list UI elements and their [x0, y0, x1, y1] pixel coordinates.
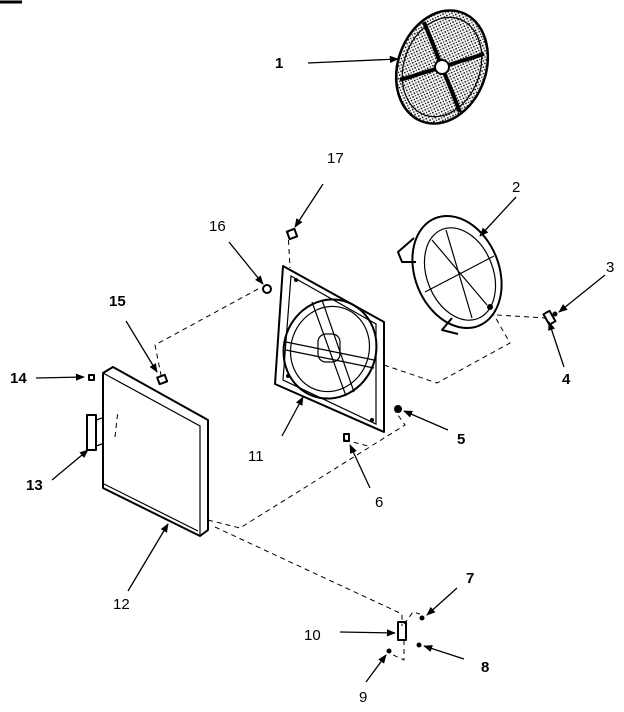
leader-9	[365, 654, 387, 683]
leader-5	[403, 410, 449, 431]
leader-11	[281, 396, 304, 437]
callout-13: 13	[26, 477, 43, 494]
callout-1: 1	[275, 55, 283, 72]
leader-10	[339, 629, 396, 637]
part-3-4-screw	[542, 309, 558, 326]
callout-3: 3	[606, 259, 614, 276]
leader-lines	[35, 55, 606, 683]
callout-4: 4	[562, 371, 571, 388]
leader-3	[558, 274, 606, 313]
callout-6: 6	[375, 494, 383, 511]
callout-14: 14	[10, 370, 27, 387]
callout-8: 8	[481, 659, 489, 676]
callout-17: 17	[327, 150, 344, 167]
leader-1	[307, 55, 399, 64]
callout-2: 2	[512, 179, 520, 196]
leader-17	[294, 183, 324, 228]
leader-16	[228, 241, 264, 285]
part-16-nut	[262, 284, 272, 294]
callout-16: 16	[209, 218, 226, 235]
callout-10: 10	[304, 627, 321, 644]
part-1-filter-wheel	[394, 9, 490, 125]
part-13-latch	[86, 414, 103, 451]
callout-5: 5	[457, 431, 465, 448]
callout-15: 15	[109, 293, 126, 310]
callout-9: 9	[359, 689, 367, 706]
part-14-screw	[88, 374, 95, 381]
leader-2	[479, 196, 517, 237]
leader-13	[51, 449, 89, 481]
alignment-lines	[114, 230, 546, 661]
part-11-back-panel	[274, 265, 385, 433]
callout-11: 11	[248, 448, 264, 465]
leader-8	[423, 645, 465, 660]
part-12-cover-panel	[102, 366, 209, 537]
leader-15	[125, 320, 158, 373]
callout-12: 12	[113, 596, 130, 613]
leader-14	[35, 373, 85, 381]
part-6-screw	[343, 433, 350, 442]
part-15-clip	[156, 373, 169, 386]
leader-7	[426, 587, 458, 616]
leader-12	[127, 523, 169, 592]
callout-7: 7	[466, 570, 474, 587]
part-5-nut	[394, 405, 402, 413]
leader-6	[349, 444, 371, 489]
callout-labels: 1 2 3 4 5 6 7 8 9 10 11 12 13 14 15 16 1…	[10, 55, 614, 706]
part-7-8-9-10-hinge-assembly	[386, 615, 425, 654]
leader-4	[548, 321, 565, 368]
part-2-duct-ring	[397, 214, 503, 335]
